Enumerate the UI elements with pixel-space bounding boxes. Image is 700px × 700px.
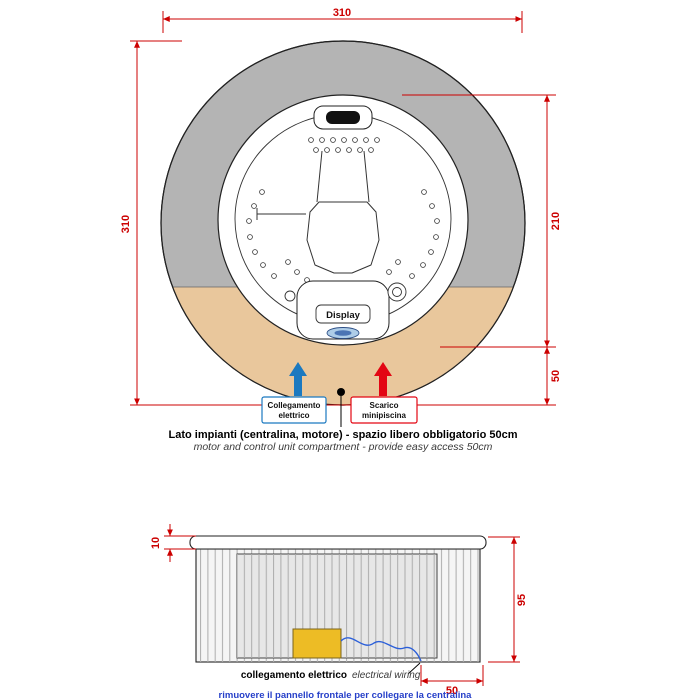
jet-nozzles	[246, 137, 440, 283]
dimension-overall-width: 310	[333, 7, 351, 19]
dimension-body-height: 95	[516, 594, 528, 606]
electric-connection-label-line1: Collegamento	[268, 401, 321, 410]
callouts: Collegamento elettrico Scarico minipisci…	[261, 362, 418, 427]
control-unit-box	[292, 628, 342, 659]
display-screen-inner	[334, 330, 352, 336]
display-frame	[315, 304, 371, 324]
side-view-dimensions	[164, 524, 520, 686]
top-view-dimensions	[130, 11, 556, 406]
wiring-leader-line	[407, 662, 421, 675]
headrest-pillow	[326, 111, 360, 124]
valve-knob-icon	[284, 290, 296, 302]
electric-connection-label-line2: elettrico	[278, 411, 309, 420]
tub-lip	[189, 535, 487, 550]
dimension-overall-height: 310	[120, 215, 132, 233]
reference-point-dot	[337, 388, 345, 396]
dimension-clearance: 50	[550, 370, 562, 382]
drain-arrow-icon	[374, 362, 392, 396]
drain-label-box	[350, 396, 418, 424]
top-view: Display	[160, 40, 526, 406]
caption-italian: Lato impianti (centralina, motore) - spa…	[169, 429, 518, 441]
front-panel-note: rimuovere il pannello frontale per colle…	[219, 690, 473, 700]
dim-text-mask	[328, 5, 356, 18]
caption-english: motor and control unit compartment - pro…	[194, 441, 493, 453]
display-label: Display	[326, 310, 361, 321]
dimension-lip-height: 10	[150, 537, 162, 549]
dimension-wiring-offset: 50	[446, 685, 458, 697]
drain-label-line1: Scarico	[370, 401, 399, 410]
side-view	[189, 535, 487, 663]
electric-connection-arrow-icon	[289, 362, 307, 396]
dimension-tub-depth: 210	[550, 212, 562, 230]
cup-holder-inner	[392, 287, 402, 297]
footwell-console	[256, 150, 380, 274]
electric-connection-label-box	[261, 396, 327, 424]
wiring-label-english: electrical wiring	[352, 670, 421, 681]
electrical-wire	[340, 637, 422, 662]
wiring-label-italian: collegamento elettrico	[241, 670, 347, 681]
drain-label-line2: minipiscina	[362, 411, 407, 420]
